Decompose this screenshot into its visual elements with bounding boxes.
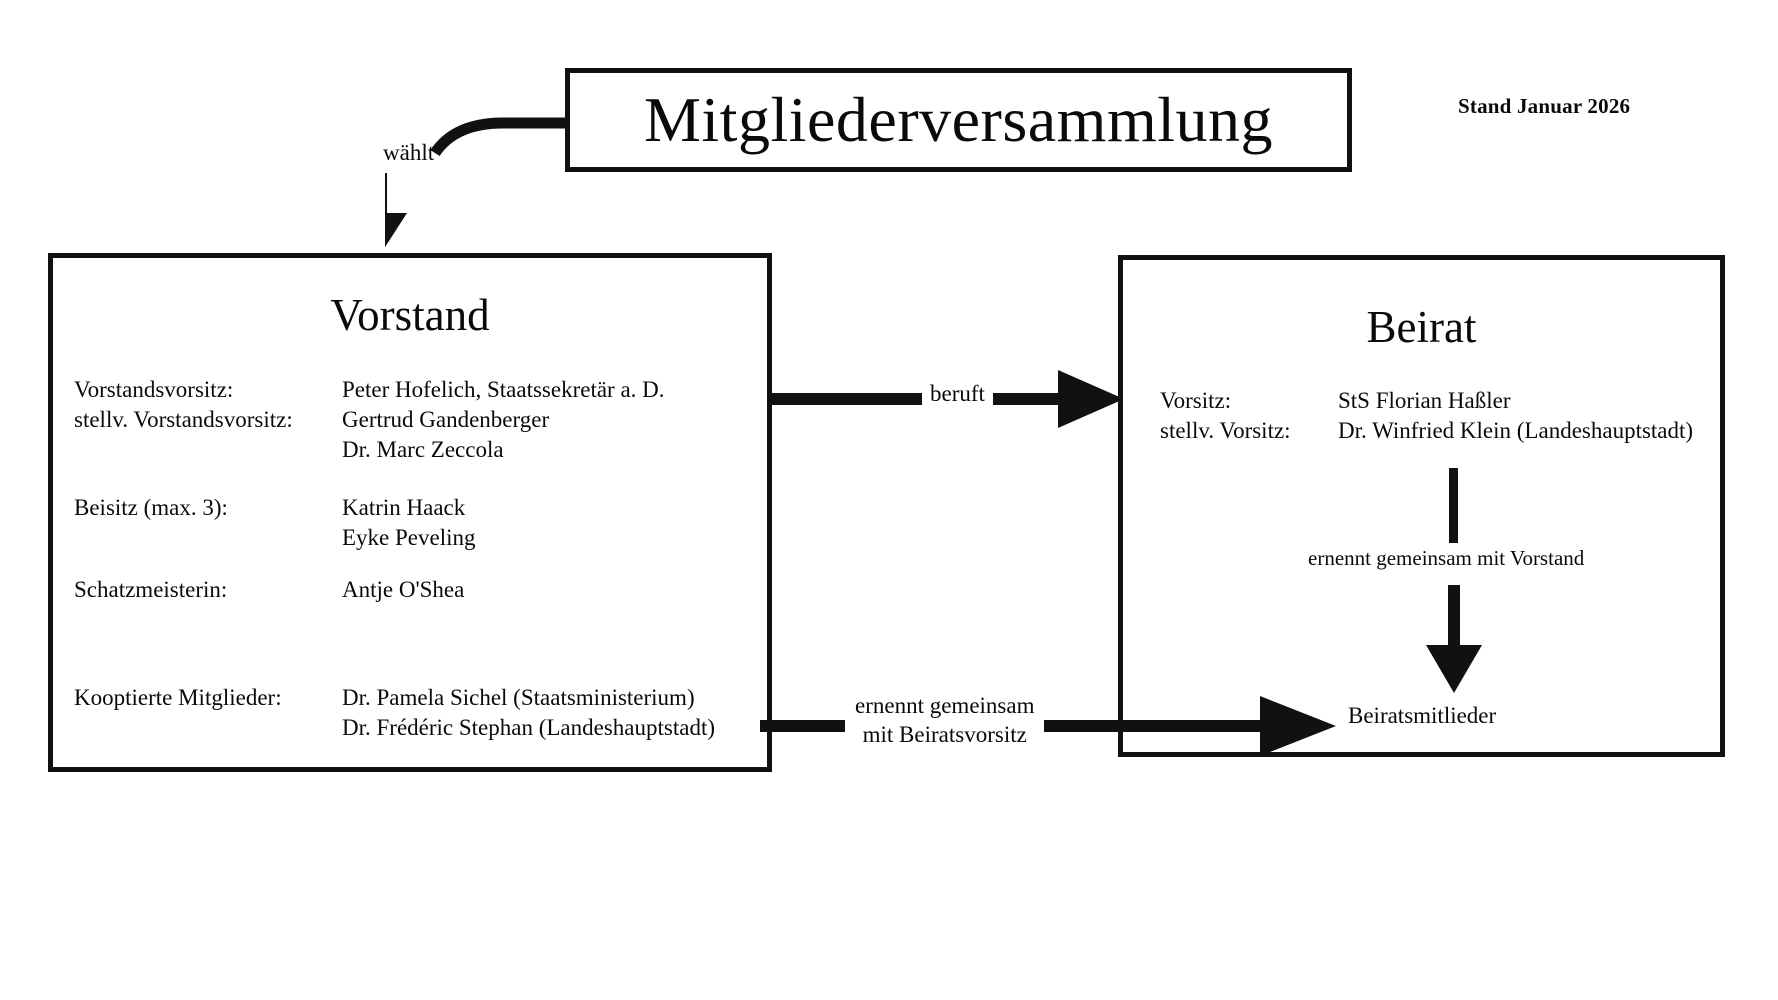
roster-values: Dr. Pamela Sichel (Staatsministerium) Dr… <box>342 683 715 743</box>
board-roster-group-3: Schatzmeisterin: Antje O'Shea <box>74 575 464 605</box>
roster-value: Gertrud Gandenberger <box>342 406 550 432</box>
roster-values: StS Florian Haßler <box>1338 386 1511 416</box>
advisory-roster-group: Vorsitz: StS Florian Haßler stellv. Vors… <box>1160 386 1693 446</box>
ernennt-edge-label: ernennt gemeinsam mit Beiratsvorsitz <box>845 692 1045 750</box>
roster-label: stellv. Vorstandsvorsitz: <box>74 406 293 432</box>
board-roster-group-4: Kooptierte Mitglieder: Dr. Pamela Sichel… <box>74 683 715 743</box>
roster-value: Antje O'Shea <box>342 577 465 602</box>
roster-row: Vorstandsvorsitz: Peter Hofelich, Staats… <box>74 375 665 405</box>
ernennt-edge-label-line1: ernennt gemeinsam <box>855 693 1035 718</box>
board-title: Vorstand <box>330 290 490 340</box>
roster-row: Schatzmeisterin: Antje O'Shea <box>74 575 464 605</box>
advisory-box: Beirat <box>1118 255 1725 757</box>
beruft-edge-label: beruft <box>922 381 993 407</box>
roster-label: Schatzmeisterin: <box>74 577 228 602</box>
roster-row: Beisitz (max. 3): Katrin Haack Eyke Peve… <box>74 493 476 553</box>
board-roster-group-2: Beisitz (max. 3): Katrin Haack Eyke Peve… <box>74 493 476 553</box>
waehlt-edge-label: wählt <box>383 140 435 165</box>
waehlt-connector-arrow <box>385 117 565 248</box>
roster-value: Dr. Marc Zeccola <box>342 436 504 462</box>
roster-label: Kooptierte Mitglieder: <box>74 685 282 710</box>
roster-value: Katrin Haack <box>342 495 466 520</box>
advisory-title: Beirat <box>1366 302 1477 352</box>
advisory-internal-connector-arrow <box>1426 585 1482 693</box>
roster-values: Dr. Winfried Klein (Landeshauptstadt) <box>1338 416 1693 446</box>
board-box: Vorstand <box>48 253 772 772</box>
advisory-internal-edge-label: ernennt gemeinsam mit Vorstand <box>1308 546 1585 570</box>
roster-values: Gertrud Gandenberger Dr. Marc Zeccola <box>342 405 549 465</box>
advisory-internal-connector-stub <box>1449 468 1458 543</box>
roster-value: Dr. Pamela Sichel (Staatsministerium) <box>342 685 695 710</box>
roster-values: Peter Hofelich, Staatssekretär a. D. <box>342 375 665 405</box>
assembly-box: Mitgliederversammlung <box>565 68 1352 172</box>
roster-value: Dr. Frédéric Stephan (Landeshauptstadt) <box>342 714 715 740</box>
roster-values: Katrin Haack Eyke Peveling <box>342 493 476 553</box>
roster-row: stellv. Vorsitz: Dr. Winfried Klein (Lan… <box>1160 416 1693 446</box>
roster-values: Antje O'Shea <box>342 575 464 605</box>
roster-value: Dr. Winfried Klein (Landeshauptstadt) <box>1338 417 1694 443</box>
assembly-title: Mitgliederversammlung <box>643 84 1274 155</box>
roster-value: Eyke Peveling <box>342 524 476 550</box>
roster-label: Vorsitz: <box>1160 388 1232 413</box>
roster-label: stellv. Vorsitz: <box>1160 417 1291 443</box>
roster-label: Beisitz (max. 3): <box>74 495 228 520</box>
roster-label: Vorstandsvorsitz: <box>74 377 234 402</box>
date-stamp: Stand Januar 2026 <box>1458 94 1631 118</box>
board-roster-group-1: Vorstandsvorsitz: Peter Hofelich, Staats… <box>74 375 665 465</box>
roster-row: stellv. Vorstandsvorsitz: Gertrud Ganden… <box>74 405 665 465</box>
advisory-members-node: Beiratsmitlieder <box>1348 703 1497 728</box>
ernennt-edge-label-line2: mit Beiratsvorsitz <box>862 721 1027 747</box>
roster-row: Vorsitz: StS Florian Haßler <box>1160 386 1693 416</box>
roster-row: Kooptierte Mitglieder: Dr. Pamela Sichel… <box>74 683 715 743</box>
roster-value: Peter Hofelich, Staatssekretär a. D. <box>342 377 665 402</box>
roster-value: StS Florian Haßler <box>1338 388 1511 413</box>
